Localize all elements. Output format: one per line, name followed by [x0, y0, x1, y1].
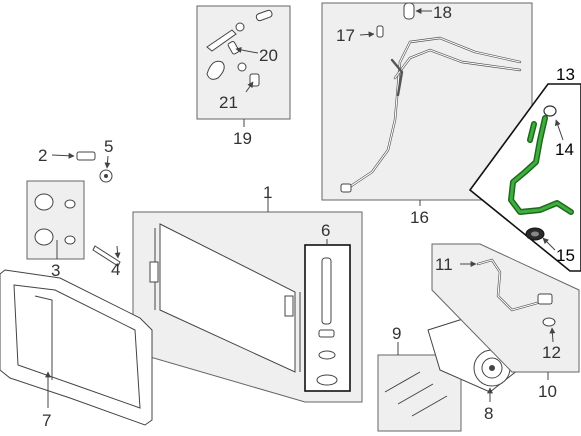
- callout-14: 14: [555, 140, 574, 159]
- callout-19: 19: [233, 129, 252, 148]
- callout-5: 5: [104, 137, 113, 156]
- callout-13: 13: [556, 65, 575, 84]
- callout-7: 7: [42, 411, 51, 430]
- callout-17: 17: [336, 26, 355, 45]
- callout-9: 9: [392, 324, 401, 343]
- panel-group-6: [304, 244, 351, 392]
- panel-group-10: [431, 243, 580, 373]
- callout-6: 6: [321, 221, 330, 240]
- callout-15: 15: [556, 246, 575, 265]
- callout-8: 8: [484, 404, 493, 423]
- leader-lines: [45, 8, 564, 408]
- callout-1: 1: [263, 183, 272, 202]
- callout-21: 21: [219, 93, 238, 112]
- panel-group-13: [468, 83, 581, 272]
- callout-18: 18: [433, 3, 452, 22]
- callout-3: 3: [51, 261, 60, 280]
- callout-2: 2: [38, 146, 47, 165]
- callout-12: 12: [542, 343, 561, 362]
- panel-group-3: [26, 180, 85, 260]
- callout-16: 16: [410, 208, 429, 227]
- callout-11: 11: [435, 255, 453, 274]
- callout-10: 10: [538, 382, 557, 401]
- loose-fasteners: [76, 151, 121, 267]
- callout-labels: 1 2 3 4 5 6 7 8 9 10 11 12 13 14 15 16 1…: [38, 3, 575, 430]
- radiator-support: [0, 269, 153, 426]
- callout-20: 20: [259, 46, 278, 65]
- callout-4: 4: [111, 260, 120, 279]
